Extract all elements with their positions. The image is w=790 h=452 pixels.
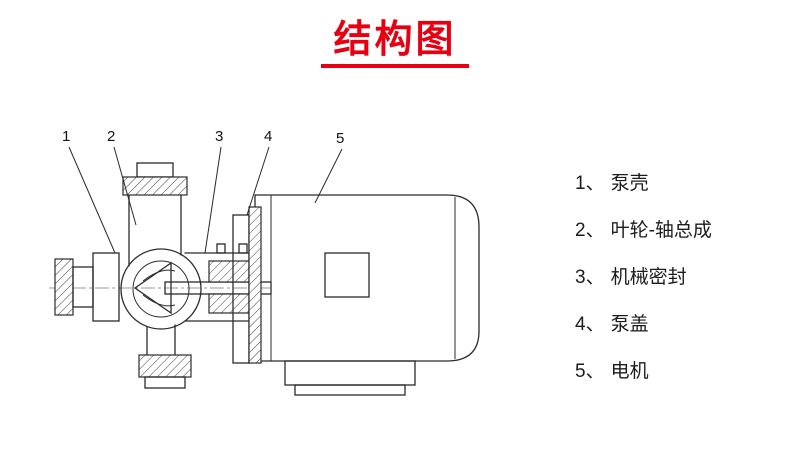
motor-base [284,360,416,396]
motor-junction-box [324,252,370,298]
pump-casing [120,162,202,389]
leader-lines [68,146,343,254]
page-title: 结构图 [333,19,457,61]
legend-item-2: 2、 叶轮-轴总成 [575,215,712,242]
seal-bolt [238,243,248,254]
legend-item-label: 泵壳 [610,173,649,194]
legend-item-label: 叶轮-轴总成 [610,220,712,241]
legend-item-1: 1、 泵壳 [575,168,712,195]
motor-body [254,194,480,362]
parts-legend: 1、 泵壳 2、 叶轮-轴总成 3、 机械密封 4、 泵盖 5、 电机 [575,168,712,403]
leader-line-2 [113,146,137,226]
leader-line-4 [246,146,270,216]
seal-bolt [216,243,226,254]
pump-cover [232,206,262,364]
legend-item-number: 5、 [575,361,605,382]
callout-5: 5 [336,130,344,147]
legend-item-4: 4、 泵盖 [575,309,712,336]
pump-structure-diagram: 1 2 3 4 5 [15,103,575,438]
leader-line-5 [314,148,343,204]
legend-item-label: 泵盖 [610,314,649,335]
title-underline [321,64,469,68]
legend-item-number: 1、 [575,173,605,194]
leader-line-1 [68,146,116,254]
legend-item-label: 电机 [610,361,649,382]
callout-3: 3 [215,128,223,145]
mechanical-seal [208,243,256,314]
legend-item-label: 机械密封 [610,267,687,288]
callout-2: 2 [107,128,115,145]
casing-top-flange [122,176,188,196]
impeller [133,261,172,315]
pump-drawing: 1 2 3 4 5 [49,128,480,396]
legend-item-number: 4、 [575,314,605,335]
callout-1: 1 [62,128,70,145]
inlet-flange [54,252,120,322]
callout-4: 4 [264,128,272,145]
legend-item-5: 5、 电机 [575,356,712,383]
legend-item-number: 2、 [575,220,605,241]
legend-item-3: 3、 机械密封 [575,262,712,289]
leader-line-3 [204,146,222,254]
legend-item-number: 3、 [575,267,605,288]
casing-bottom-flange [138,354,192,378]
